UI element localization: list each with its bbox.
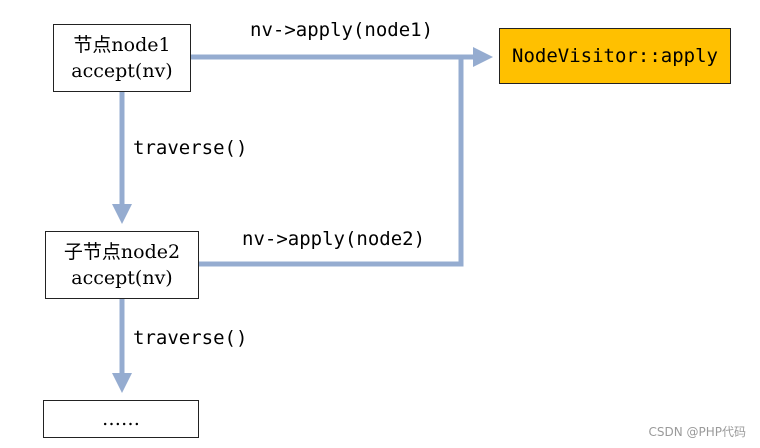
node2-call: accept(nv) — [71, 267, 173, 289]
node1-box: 节点node1 accept(nv) — [53, 24, 191, 92]
label-apply-node1: nv->apply(node1) — [250, 19, 434, 41]
node2-box: 子节点node2 accept(nv) — [45, 231, 199, 299]
node1-call: accept(nv) — [71, 60, 173, 82]
nodevisitor-apply-label: NodeVisitor::apply — [512, 45, 718, 67]
ellipsis-text: …… — [102, 408, 140, 430]
watermark: CSDN @PHP代码 — [648, 425, 746, 439]
ellipsis-box: …… — [43, 400, 199, 438]
label-apply-node2: nv->apply(node2) — [242, 228, 426, 250]
edge-node2-to-target — [199, 57, 464, 267]
node2-title: 子节点node2 — [63, 241, 181, 263]
node1-title: 节点node1 — [73, 34, 171, 56]
label-traverse-1: traverse() — [133, 137, 248, 159]
nodevisitor-apply-box: NodeVisitor::apply — [499, 28, 731, 84]
label-traverse-2: traverse() — [133, 327, 248, 349]
